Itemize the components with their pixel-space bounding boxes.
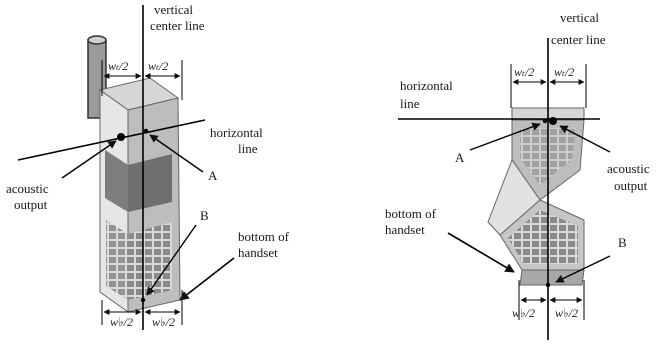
- left-point-b-dot: [140, 297, 146, 303]
- left-bottom-leader: [179, 257, 235, 301]
- left-top-dim-left: wₜ/2: [108, 59, 128, 73]
- left-acoustic-output-label: acoustic output: [6, 181, 52, 212]
- left-top-dimension: [101, 60, 183, 100]
- right-point-b-leader: [555, 255, 611, 283]
- right-top-dim-left: wₜ/2: [514, 65, 534, 79]
- left-figure: vertical center line horizontal line aco…: [6, 2, 292, 330]
- right-bottom-label: bottom of handset: [385, 206, 439, 237]
- right-acoustic-output-label: acoustic output: [607, 161, 653, 193]
- right-figure: vertical center line horizontal line A a…: [385, 10, 653, 340]
- left-point-a-label: A: [208, 168, 218, 183]
- left-vertical-label: vertical center line: [150, 2, 205, 33]
- right-acoustic-output-dot: [549, 117, 557, 125]
- left-point-a-leader: [149, 134, 204, 173]
- left-point-b-leader: [146, 224, 197, 296]
- right-top-dimension: [510, 64, 587, 108]
- right-bottom-dim-left: w♭/2: [512, 306, 535, 320]
- left-acoustic-output-leader: [61, 140, 117, 179]
- right-bottom-dimension: [518, 280, 585, 320]
- left-horizontal-label: horizontal line: [210, 125, 266, 156]
- right-point-b-dot: [545, 282, 551, 288]
- left-top-dim-right: wₜ/2: [148, 59, 168, 73]
- right-point-a-leader: [469, 122, 541, 151]
- left-bottom-dim-left: w♭/2: [110, 315, 133, 329]
- right-handset-body: [487, 107, 585, 286]
- left-horizontal-line: [17, 119, 206, 161]
- right-bottom-dim-right: w♭/2: [555, 306, 578, 320]
- left-bottom-dim-right: w♭/2: [152, 315, 175, 329]
- right-horizontal-label: horizontal line: [400, 78, 456, 111]
- right-vertical-label: vertical center line: [551, 10, 606, 47]
- right-acoustic-output-leader: [559, 125, 611, 153]
- right-point-a-label: A: [455, 150, 465, 165]
- left-bottom-label: bottom of handset: [238, 229, 292, 260]
- left-point-b-label: B: [200, 208, 209, 223]
- right-top-dim-right: wₜ/2: [554, 65, 574, 79]
- right-bottom-leader: [447, 232, 515, 273]
- right-point-b-label: B: [618, 235, 627, 250]
- left-handset-body: [98, 77, 181, 313]
- left-point-a-dot: [143, 128, 149, 134]
- left-acoustic-output-dot: [117, 133, 125, 141]
- right-point-a-dot: [542, 118, 548, 124]
